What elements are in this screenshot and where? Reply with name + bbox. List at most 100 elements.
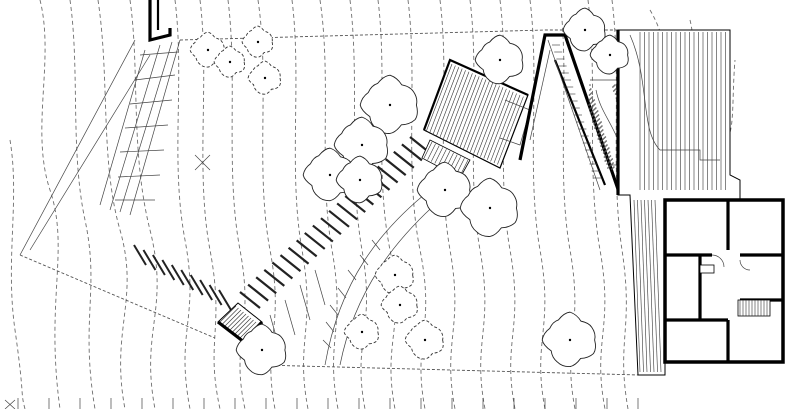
gravel-dot: [591, 96, 594, 98]
terrace-deck: [616, 29, 741, 376]
stepping-stone: [208, 284, 223, 306]
stepping-stone: [295, 239, 318, 258]
tree-trunk: [498, 58, 502, 62]
stepping-stone: [239, 291, 261, 309]
tree-trunk: [358, 178, 362, 182]
gravel-dot: [608, 151, 611, 153]
gravel-dot: [598, 118, 601, 120]
gravel-dot: [607, 167, 609, 169]
gravel-dot: [606, 163, 608, 165]
pavilion-hatch-line: [227, 311, 244, 329]
gravel-dot: [611, 163, 613, 165]
house-floorplan: [663, 198, 785, 364]
stepping-stone: [180, 269, 195, 291]
tree-trunk: [608, 53, 612, 57]
gravel-dot: [599, 136, 602, 138]
gravel-dot: [605, 145, 607, 147]
gravel-dot: [608, 147, 610, 149]
deck-board: [633, 199, 641, 373]
gravel-dot: [613, 85, 615, 87]
gravel-dot: [595, 111, 598, 113]
gravel-dot: [604, 141, 606, 143]
crosshair-marker: [4, 399, 16, 409]
gravel-dot: [602, 152, 605, 154]
pavilion-hatch-line: [234, 317, 252, 335]
gravel-dot: [601, 139, 604, 141]
gravel-dot: [591, 115, 594, 117]
gravel-dot: [604, 160, 606, 162]
stepping-stone: [385, 158, 407, 177]
tree-trunk: [328, 173, 332, 177]
tree-trunk: [488, 206, 492, 210]
pavilion-hatch-line: [439, 70, 466, 139]
gravel-dot: [595, 121, 597, 123]
gravel-dot: [599, 131, 602, 133]
gravel-dot: [612, 86, 614, 88]
tree-trunk: [393, 273, 397, 277]
stepping-stone: [271, 261, 294, 280]
gravel-dot: [602, 133, 605, 135]
gravel-dot: [605, 154, 608, 156]
gravel-dot: [600, 121, 602, 123]
gravel-dot: [608, 166, 610, 168]
ramp-to-house: [518, 33, 626, 196]
pavilion-hatch-line: [459, 79, 487, 148]
pavilion-hatch-line: [232, 315, 249, 333]
stepping-stone: [247, 283, 269, 302]
gravel-dot: [589, 98, 592, 100]
gravel-dot: [603, 137, 606, 139]
stepping-stone: [263, 268, 285, 287]
stepping-stone: [170, 264, 185, 286]
gravel-dot: [590, 97, 593, 99]
tree-trunk: [568, 338, 572, 342]
gravel-dot: [605, 140, 607, 142]
gravel-dot: [589, 103, 591, 105]
stepping-stone: [189, 274, 204, 296]
retaining-wall-top-left: [148, 0, 172, 43]
left-ramp: [19, 39, 211, 256]
gravel-dot: [595, 116, 598, 118]
pavilion-hatch-line: [486, 91, 514, 161]
gravel-dot: [612, 162, 614, 164]
gravel-dot: [601, 129, 604, 131]
gravel-dot: [612, 90, 615, 92]
gravel-dot: [607, 162, 609, 164]
gravel-dot: [603, 151, 606, 153]
gravel-dot: [592, 119, 595, 121]
tree-canopy: [459, 177, 518, 237]
gravel-bed: [588, 84, 620, 170]
pavilion-hatch-line: [229, 313, 247, 331]
gravel-dot: [602, 143, 604, 145]
gravel-dot: [594, 122, 596, 124]
gravel-dot: [600, 135, 603, 137]
gravel-dot: [609, 160, 611, 162]
gravel-dot: [588, 94, 591, 96]
gravel-dot: [607, 152, 610, 154]
gravel-dot: [601, 144, 603, 146]
gravel-dot: [592, 109, 595, 111]
gravel-dot: [597, 124, 599, 126]
pavilion-hatch-line: [469, 84, 497, 153]
gravel-dot: [601, 134, 604, 136]
gravel-dot: [592, 100, 594, 102]
gravel-dot: [589, 84, 591, 86]
gravel-dot: [599, 141, 601, 143]
gravel-dot: [614, 93, 617, 95]
stepping-stone: [218, 289, 232, 311]
tree-canopy: [541, 311, 596, 368]
pavilion-hatch-line: [497, 96, 524, 165]
gravel-dot: [593, 123, 595, 125]
gravel-dot: [600, 130, 603, 132]
tree-trunk: [423, 338, 427, 342]
stepping-stone: [401, 143, 423, 162]
pavilion-hatch-line: [446, 73, 473, 142]
stepping-stone: [393, 150, 415, 169]
gravel-dot: [598, 123, 600, 125]
gravel-dot: [591, 101, 593, 103]
gravel-dot: [589, 108, 591, 110]
gravel-dot: [601, 125, 603, 127]
stepping-stone: [142, 249, 157, 271]
gravel-dot: [613, 166, 615, 168]
pavilion-hatch-line: [480, 88, 507, 157]
